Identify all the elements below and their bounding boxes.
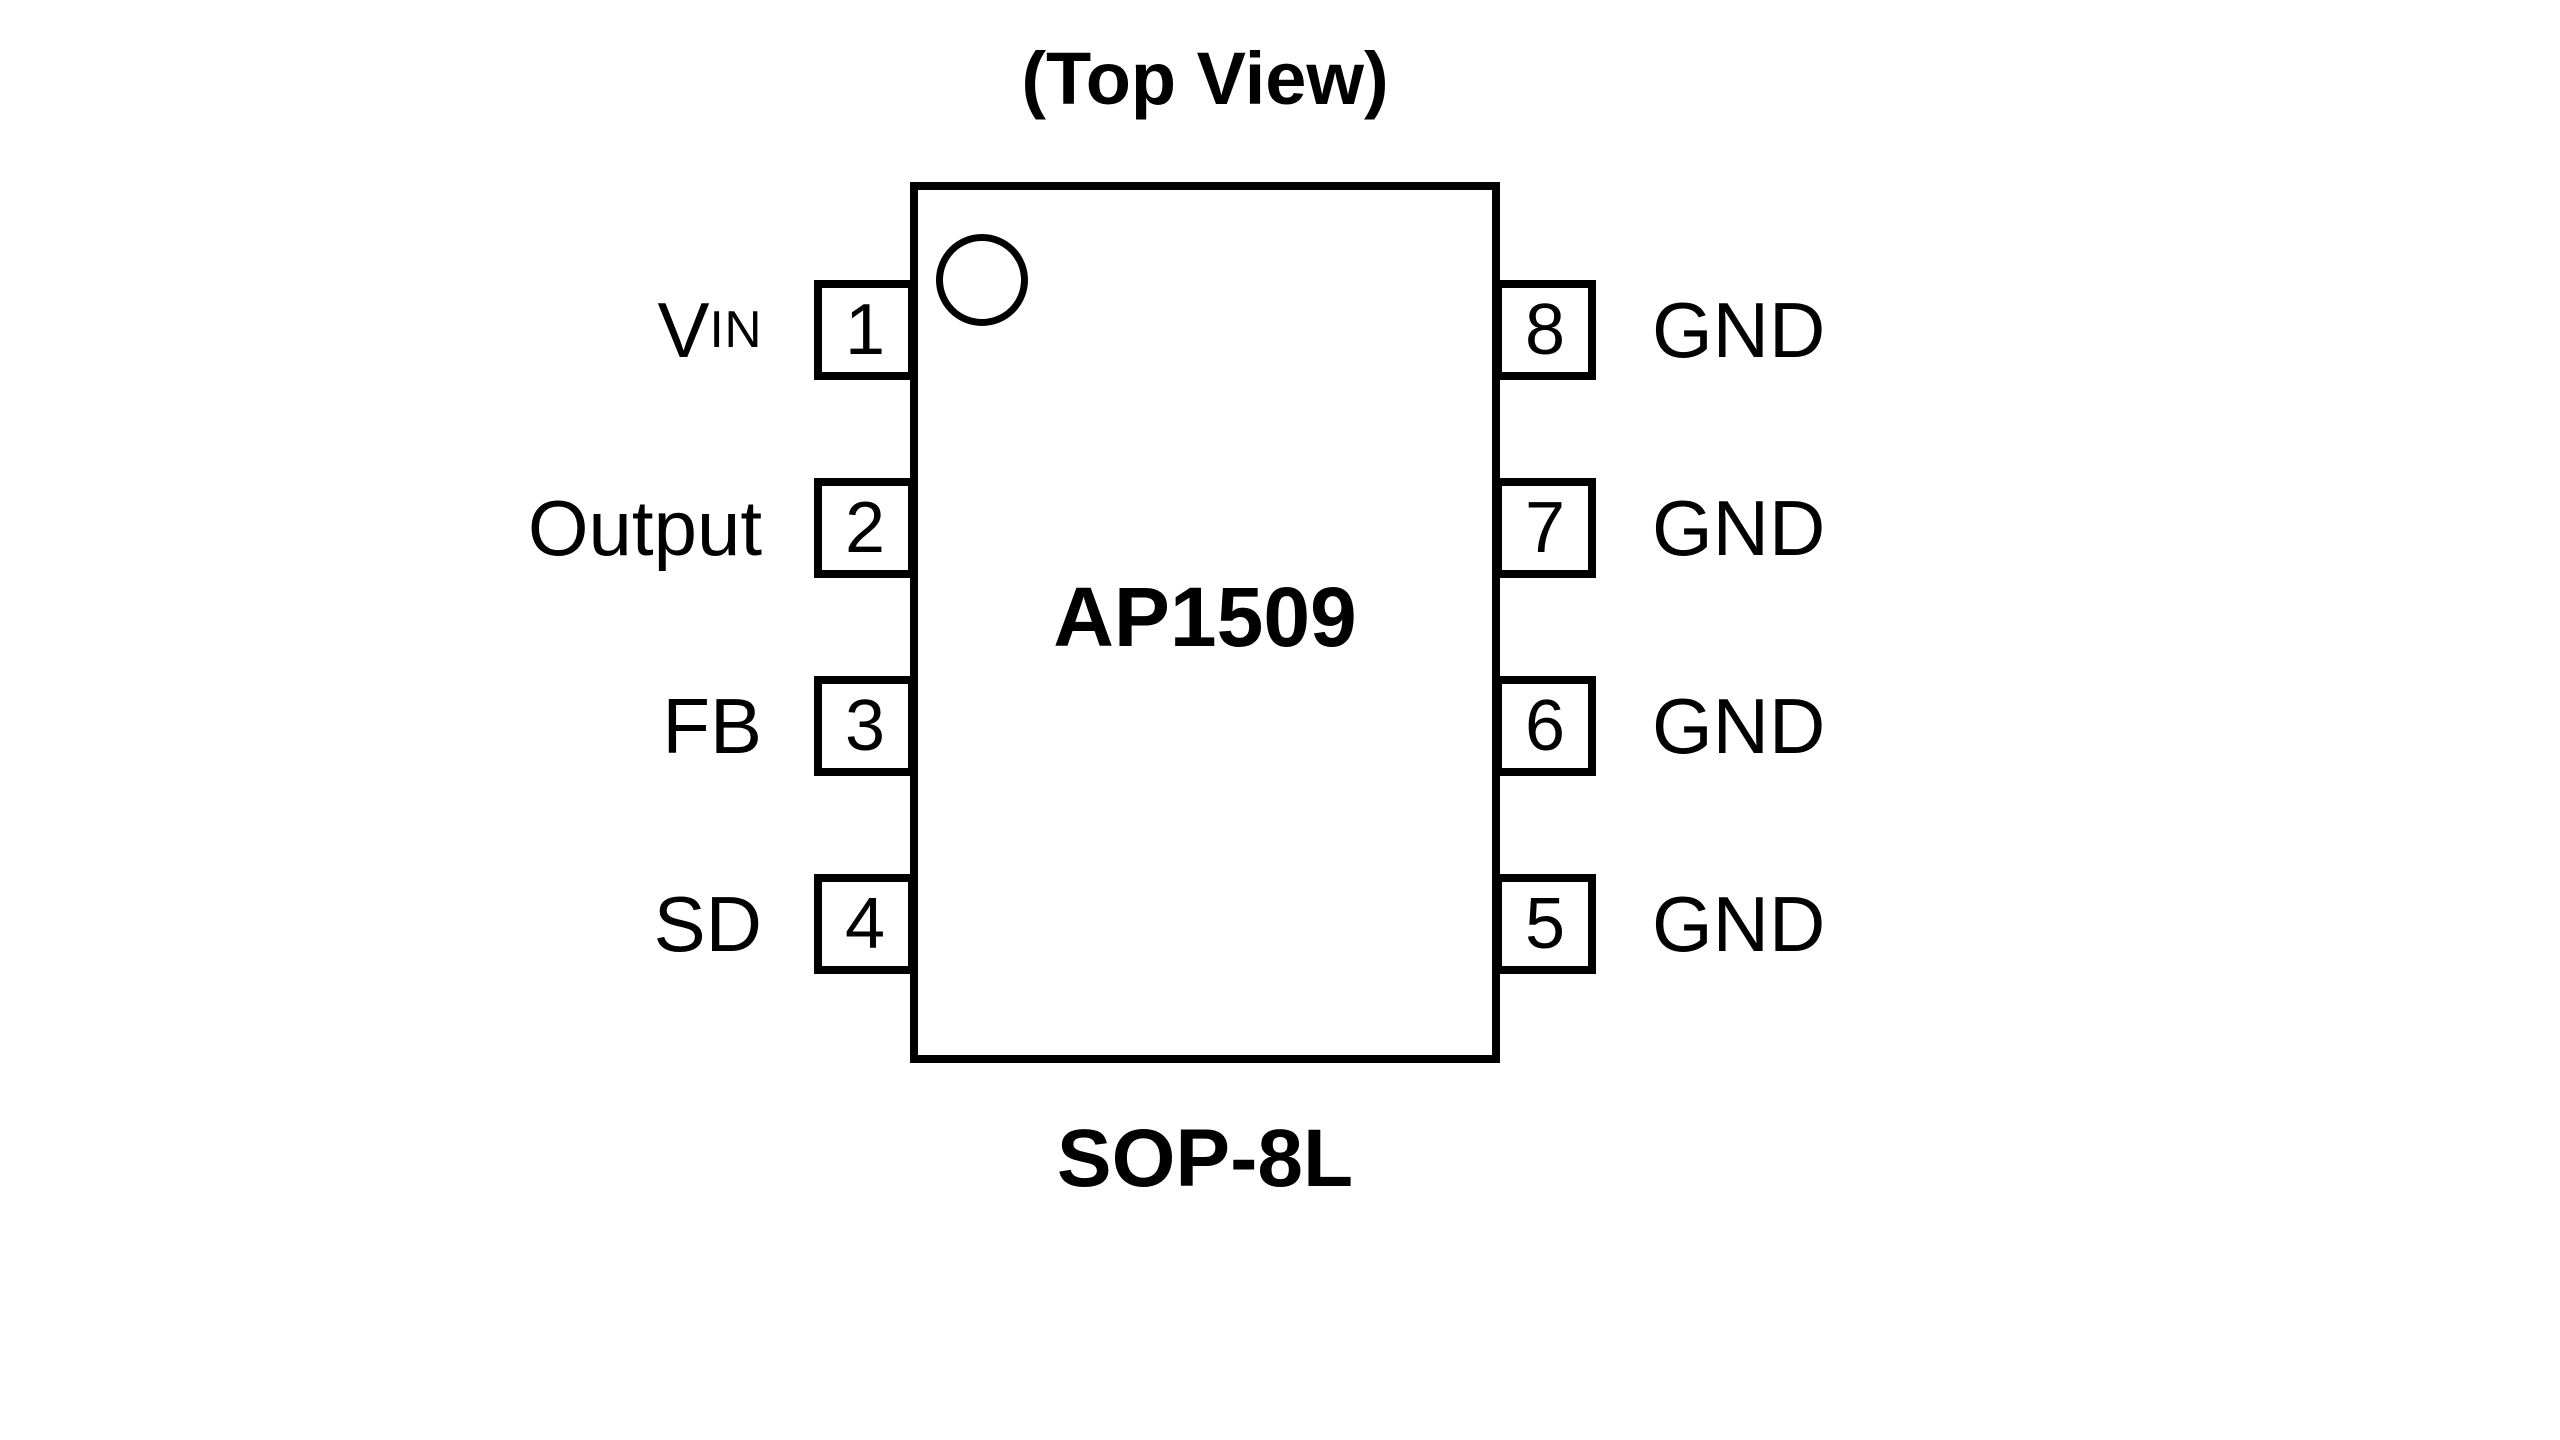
chip-name: AP1509 <box>1053 570 1357 664</box>
package-label: SOP-8L <box>1056 1113 1354 1204</box>
pin-label-sd: SD <box>240 874 762 974</box>
pin-number-3: 3 <box>844 686 886 766</box>
pin-label-gnd-8: GND <box>1652 280 2072 380</box>
pin-box-1: 1 <box>814 280 916 380</box>
pin-label-gnd-7-text: GND <box>1652 484 1826 572</box>
pin-number-8: 8 <box>1524 290 1566 370</box>
pin-box-3: 3 <box>814 676 916 776</box>
pin-label-gnd-6-text: GND <box>1652 682 1826 770</box>
pin-number-7: 7 <box>1524 488 1566 568</box>
pin-label-gnd-5: GND <box>1652 874 2072 974</box>
pin-number-4: 4 <box>844 884 886 964</box>
pin-label-gnd-5-text: GND <box>1652 880 1826 968</box>
pin-number-6: 6 <box>1524 686 1566 766</box>
pin-label-gnd-7: GND <box>1652 478 2072 578</box>
chip-body <box>910 182 1500 1063</box>
pin-box-7: 7 <box>1494 478 1596 578</box>
pin-box-2: 2 <box>814 478 916 578</box>
pin-box-4: 4 <box>814 874 916 974</box>
pin-label-output: Output <box>240 478 762 578</box>
pin-label-gnd-8-text: GND <box>1652 286 1826 374</box>
pin-label-fb: FB <box>240 676 762 776</box>
pin-label-gnd-6: GND <box>1652 676 2072 776</box>
figure-title: (Top View) <box>1021 37 1389 120</box>
pin-box-8: 8 <box>1494 280 1596 380</box>
pin-label-fb-text: FB <box>662 682 762 770</box>
pin-1-indicator-circle-icon <box>936 234 1028 326</box>
pin-number-5: 5 <box>1524 884 1566 964</box>
pin-number-1: 1 <box>844 290 886 370</box>
pin-box-6: 6 <box>1494 676 1596 776</box>
pin-box-5: 5 <box>1494 874 1596 974</box>
pin-label-sd-text: SD <box>653 880 762 968</box>
pin-number-2: 2 <box>844 488 886 568</box>
pin-label-output-text: Output <box>527 484 762 572</box>
pin-label-vin-main: V <box>657 286 710 374</box>
pin-label-vin-subscript: IN <box>709 300 762 359</box>
